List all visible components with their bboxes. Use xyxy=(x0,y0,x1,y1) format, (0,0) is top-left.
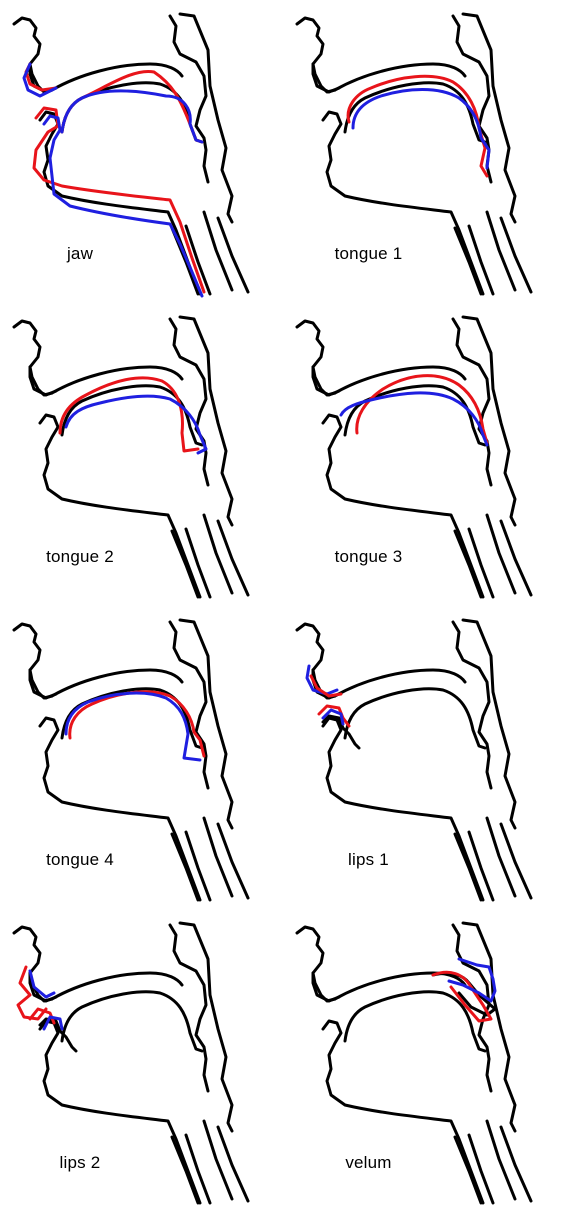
shift-negative-contour xyxy=(62,91,202,142)
static-contour xyxy=(204,818,232,896)
static-contour xyxy=(453,622,491,788)
static-contour xyxy=(487,515,515,593)
static-contour xyxy=(501,1127,531,1201)
baseline-contour xyxy=(323,1021,483,1203)
static-contour xyxy=(172,531,198,597)
static-contour xyxy=(172,834,198,900)
static-contour xyxy=(218,1127,248,1201)
panel-tongue-4: tongue 4 xyxy=(0,606,283,909)
panel-tongue-2: tongue 2 xyxy=(0,303,283,606)
static-contour xyxy=(469,226,493,294)
static-contour xyxy=(172,1137,198,1203)
static-contour xyxy=(487,818,515,896)
static-contour xyxy=(469,1135,493,1203)
baseline-contour xyxy=(345,386,485,445)
panel-label: velum xyxy=(286,1153,451,1173)
baseline-contour xyxy=(40,415,200,597)
shift-positive-contour xyxy=(348,76,487,176)
baseline-contour xyxy=(62,992,202,1051)
static-contour xyxy=(204,515,232,593)
static-contour xyxy=(455,1137,481,1203)
panel-velum: velum xyxy=(283,909,566,1212)
baseline-contour xyxy=(323,415,483,597)
panel-tongue-3: tongue 3 xyxy=(283,303,566,606)
baseline-contour xyxy=(40,1021,200,1203)
panel-label: tongue 3 xyxy=(286,547,451,567)
static-contour xyxy=(455,531,481,597)
static-contour xyxy=(218,824,248,898)
static-contour xyxy=(186,832,210,900)
static-contour xyxy=(469,832,493,900)
static-contour xyxy=(204,212,232,290)
panel-label: lips 1 xyxy=(286,850,451,870)
shift-positive-contour xyxy=(62,71,202,142)
static-contour xyxy=(218,218,248,292)
panel-tongue-1: tongue 1 xyxy=(283,0,566,303)
static-contour xyxy=(455,834,481,900)
shift-negative-contour xyxy=(353,90,489,169)
shift-positive-contour xyxy=(34,108,204,292)
panel-label: tongue 4 xyxy=(0,850,160,870)
shift-negative-contour xyxy=(341,393,487,445)
baseline-contour xyxy=(323,112,483,294)
static-contour xyxy=(204,1121,232,1199)
static-contour xyxy=(501,218,531,292)
baseline-contour xyxy=(40,718,200,900)
static-contour xyxy=(501,521,531,595)
baseline-contour xyxy=(62,689,202,748)
baseline-contour xyxy=(323,718,483,900)
panel-lips-2: lips 2 xyxy=(0,909,283,1212)
static-contour xyxy=(469,529,493,597)
baseline-contour xyxy=(345,689,485,748)
static-contour xyxy=(487,212,515,290)
shift-negative-contour xyxy=(66,396,206,453)
panel-label: tongue 1 xyxy=(286,244,451,264)
static-contour xyxy=(501,824,531,898)
shift-positive-contour xyxy=(60,378,198,451)
static-contour xyxy=(455,228,481,294)
panel-lips-1: lips 1 xyxy=(283,606,566,909)
static-contour xyxy=(186,529,210,597)
panel-label: tongue 2 xyxy=(0,547,160,567)
panel-jaw: jaw xyxy=(0,0,283,303)
static-contour xyxy=(487,1121,515,1199)
panel-label: jaw xyxy=(0,244,160,264)
static-contour xyxy=(186,1135,210,1203)
panel-label: lips 2 xyxy=(0,1153,160,1173)
static-contour xyxy=(218,521,248,595)
static-contour xyxy=(170,925,208,1091)
